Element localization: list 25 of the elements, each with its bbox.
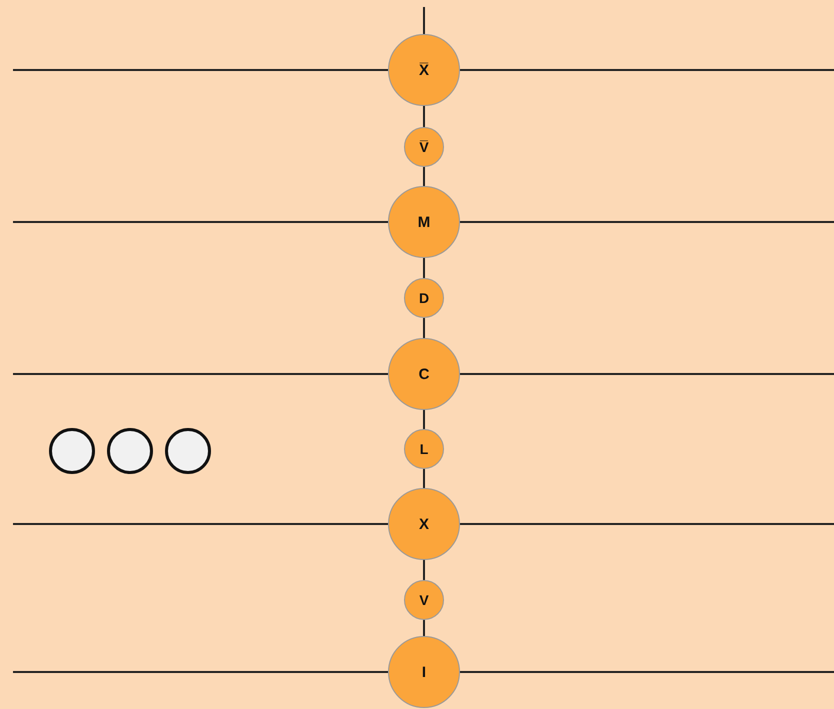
rod-line xyxy=(423,7,425,34)
rod-line xyxy=(423,410,425,429)
numeral-label: M xyxy=(418,214,430,230)
numeral-label: V xyxy=(419,593,429,607)
bead-circle xyxy=(404,127,444,167)
rod-line xyxy=(423,560,425,580)
numeral-label: C xyxy=(418,366,430,382)
bead-circle xyxy=(404,429,444,469)
rod-line xyxy=(423,318,425,338)
numeral-label: D xyxy=(418,291,430,305)
rod-line xyxy=(423,258,425,278)
bead-circle xyxy=(404,580,444,620)
counter-circle xyxy=(107,428,153,474)
rod-line xyxy=(423,106,425,127)
numeral-label: X xyxy=(418,516,429,532)
numeral-label: I xyxy=(422,664,426,680)
counter-circle xyxy=(165,428,211,474)
bead-circle xyxy=(404,278,444,318)
rod-line xyxy=(423,469,425,488)
numeral-label: V̅ xyxy=(419,140,429,154)
counter-circle xyxy=(49,428,95,474)
rod-line xyxy=(423,167,425,186)
numeral-label: X̅ xyxy=(418,62,429,78)
numeral-label: L xyxy=(420,442,428,456)
rod-line xyxy=(423,620,425,636)
